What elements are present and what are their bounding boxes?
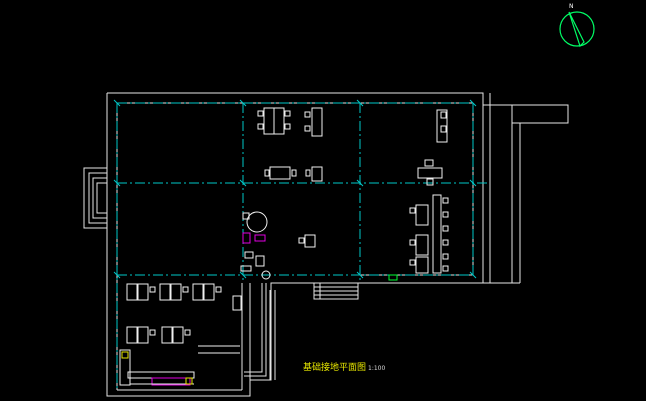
desk-cluster-mid bbox=[264, 166, 323, 182]
desk-right-mid bbox=[417, 159, 443, 186]
axis-ticks bbox=[113, 99, 477, 279]
grounding-marker bbox=[388, 274, 398, 281]
corridor-lines bbox=[244, 283, 276, 380]
right-annex bbox=[483, 93, 569, 284]
desk-cluster-right bbox=[409, 194, 449, 274]
drawing-scale: 1:100 bbox=[368, 365, 386, 372]
axis-grid bbox=[116, 102, 490, 390]
north-arrow-icon bbox=[559, 11, 595, 48]
drawing-title-text: 基础接地平面图 bbox=[303, 363, 367, 373]
left-steps bbox=[83, 167, 108, 229]
desk-right-top bbox=[436, 109, 448, 143]
north-label: N bbox=[569, 3, 574, 10]
outer-walls bbox=[106, 92, 484, 397]
round-table bbox=[240, 211, 316, 280]
desk-cluster-bottom-left bbox=[126, 283, 242, 354]
bottom-stairs bbox=[313, 282, 359, 300]
bottom-counter bbox=[119, 349, 195, 386]
desk-cluster-top bbox=[257, 107, 323, 137]
